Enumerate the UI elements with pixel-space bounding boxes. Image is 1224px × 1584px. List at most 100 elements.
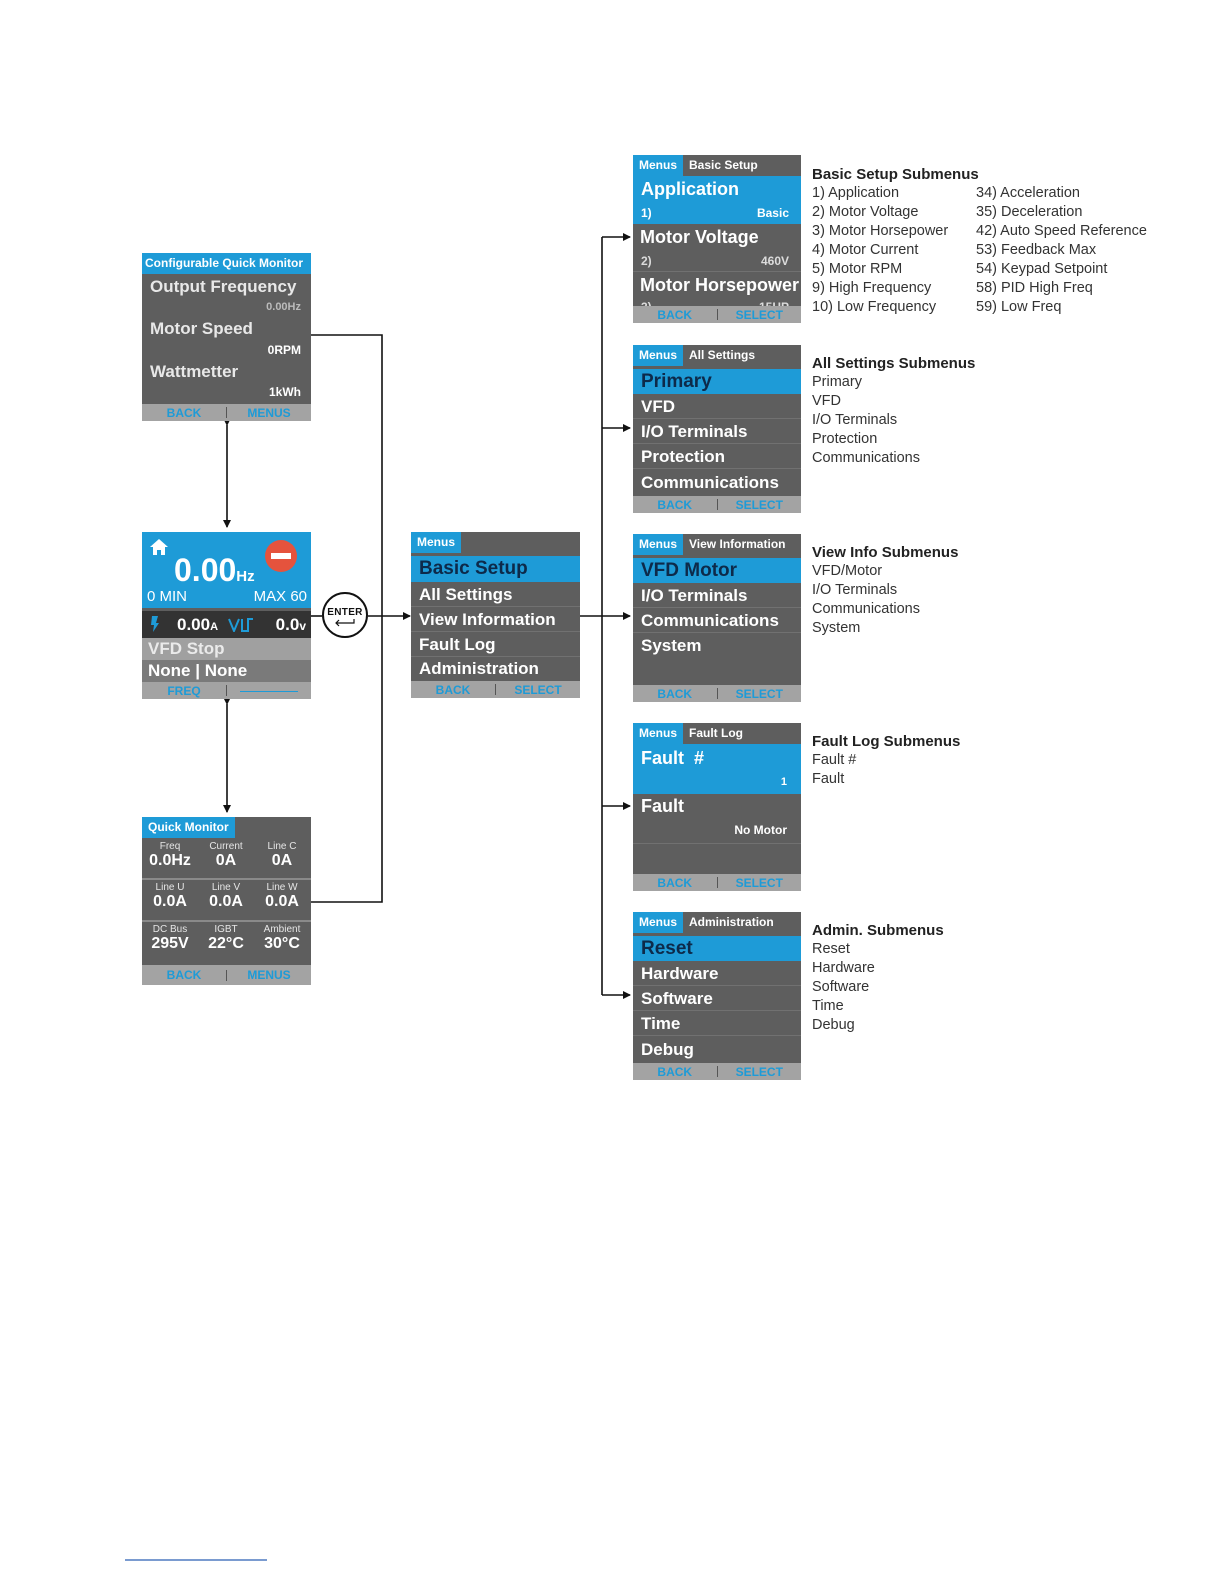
frequency-value: 0.00 [174, 552, 237, 588]
administration-description: Admin. Submenus Reset Hardware Software … [812, 922, 944, 1033]
divider [142, 920, 311, 922]
config-monitor-header: Configurable Quick Monitor [142, 253, 311, 274]
description-title: Basic Setup Submenus [812, 166, 979, 183]
select-button[interactable]: SELECT [735, 307, 783, 322]
back-button[interactable]: BACK [166, 405, 202, 420]
enter-return-icon [335, 619, 355, 627]
menu-item-administration[interactable]: Administration [419, 659, 539, 678]
basic-item-motor-horsepower[interactable]: Motor Horsepower 3) 15HP [640, 275, 800, 314]
settings-item-protection[interactable]: Protection [633, 444, 801, 469]
main-menu-footer: BACK SELECT [411, 681, 580, 698]
voltage-readout: 0.0v [275, 615, 306, 634]
menu-item-view-information[interactable]: View Information [411, 607, 580, 632]
settings-item-io-terminals[interactable]: I/O Terminals [633, 419, 801, 444]
basic-item-motor-voltage[interactable]: Motor Voltage 2) 460V [633, 224, 801, 272]
menu-item-all-settings[interactable]: All Settings [411, 582, 580, 607]
all-settings-footer: BACK SELECT [633, 496, 801, 513]
select-button[interactable]: SELECT [514, 682, 562, 697]
mode-text: None | None [142, 660, 311, 682]
fault-log-description: Fault Log Submenus Fault # Fault [812, 733, 961, 787]
back-button[interactable]: BACK [657, 1064, 693, 1079]
status-text: VFD Stop [142, 638, 311, 660]
settings-item-primary[interactable]: Primary [633, 369, 801, 394]
back-button[interactable]: BACK [166, 968, 202, 982]
min-label: 0 MIN [147, 588, 188, 605]
frequency-unit: Hz [236, 568, 255, 585]
select-button[interactable]: SELECT [735, 686, 783, 701]
info-item-vfd-motor[interactable]: VFD Motor [633, 558, 801, 583]
basic-setup-description: Basic Setup Submenus [812, 165, 979, 184]
info-item-communications[interactable]: Communications [633, 608, 801, 633]
back-button[interactable]: BACK [657, 497, 693, 512]
blank-softkey[interactable] [227, 684, 311, 698]
max-label: MAX 60 [253, 588, 307, 605]
home-footer: FREQ [142, 682, 311, 699]
config-item-value: 0RPM [267, 343, 301, 357]
select-button[interactable]: SELECT [735, 875, 783, 890]
admin-item-reset[interactable]: Reset [633, 936, 801, 961]
frequency-display: 0.00Hz [174, 552, 255, 589]
main-menu-header: Menus [411, 532, 580, 553]
admin-item-hardware[interactable]: Hardware [633, 961, 801, 986]
description-title: All Settings Submenus [812, 355, 976, 372]
config-footer: BACK MENUS [142, 404, 311, 421]
enter-label: ENTER [327, 607, 363, 618]
basic-setup-desc-col2: 34) Acceleration 35) Deceleration 42) Au… [976, 185, 1147, 315]
admin-item-software[interactable]: Software [633, 986, 801, 1011]
description-title: Admin. Submenus [812, 922, 944, 939]
stop-icon[interactable] [265, 540, 297, 572]
home-icon[interactable] [149, 538, 169, 556]
info-item-system[interactable]: System [641, 636, 702, 655]
config-item-label[interactable]: Motor Speed [150, 319, 253, 338]
quick-monitor-header: Quick Monitor [142, 817, 311, 838]
config-item-label[interactable]: Wattmetter [150, 362, 239, 381]
config-item-label[interactable]: Output Frequency [150, 277, 297, 296]
admin-item-debug[interactable]: Debug [641, 1040, 694, 1059]
admin-item-time[interactable]: Time [633, 1011, 801, 1036]
back-button[interactable]: BACK [657, 307, 693, 322]
fault-item-number[interactable]: Fault # 1 [633, 744, 801, 794]
basic-setup-footer: BACK SELECT [633, 306, 801, 323]
menu-item-fault-log[interactable]: Fault Log [411, 632, 580, 657]
settings-item-vfd[interactable]: VFD [633, 394, 801, 419]
back-button[interactable]: BACK [435, 682, 471, 697]
basic-item-application[interactable]: Application 1) Basic [633, 176, 801, 224]
select-button[interactable]: SELECT [735, 497, 783, 512]
menus-button[interactable]: MENUS [247, 405, 291, 420]
view-info-footer: BACK SELECT [633, 685, 801, 702]
fault-item-fault[interactable]: Fault No Motor [633, 794, 801, 844]
view-info-description: View Info Submenus VFD/Motor I/O Termina… [812, 544, 959, 636]
info-item-io-terminals[interactable]: I/O Terminals [633, 583, 801, 608]
current-readout: 0.00A [177, 615, 219, 634]
back-button[interactable]: BACK [657, 875, 693, 890]
enter-button[interactable]: ENTER [322, 592, 368, 638]
home-readout-row: 0.00A 0.0v [142, 611, 311, 638]
menus-button[interactable]: MENUS [247, 968, 291, 982]
administration-footer: BACK SELECT [633, 1063, 801, 1080]
freq-button[interactable]: FREQ [167, 683, 201, 698]
select-button[interactable]: SELECT [735, 1064, 783, 1079]
voltage-wave-icon [228, 618, 253, 632]
configurable-quick-monitor: Configurable Quick Monitor Output Freque… [142, 253, 311, 421]
back-button[interactable]: BACK [657, 686, 693, 701]
config-item-value: 1kWh [268, 385, 301, 399]
settings-item-communications[interactable]: Communications [641, 473, 779, 492]
menu-item-basic-setup[interactable]: Basic Setup [411, 556, 580, 582]
